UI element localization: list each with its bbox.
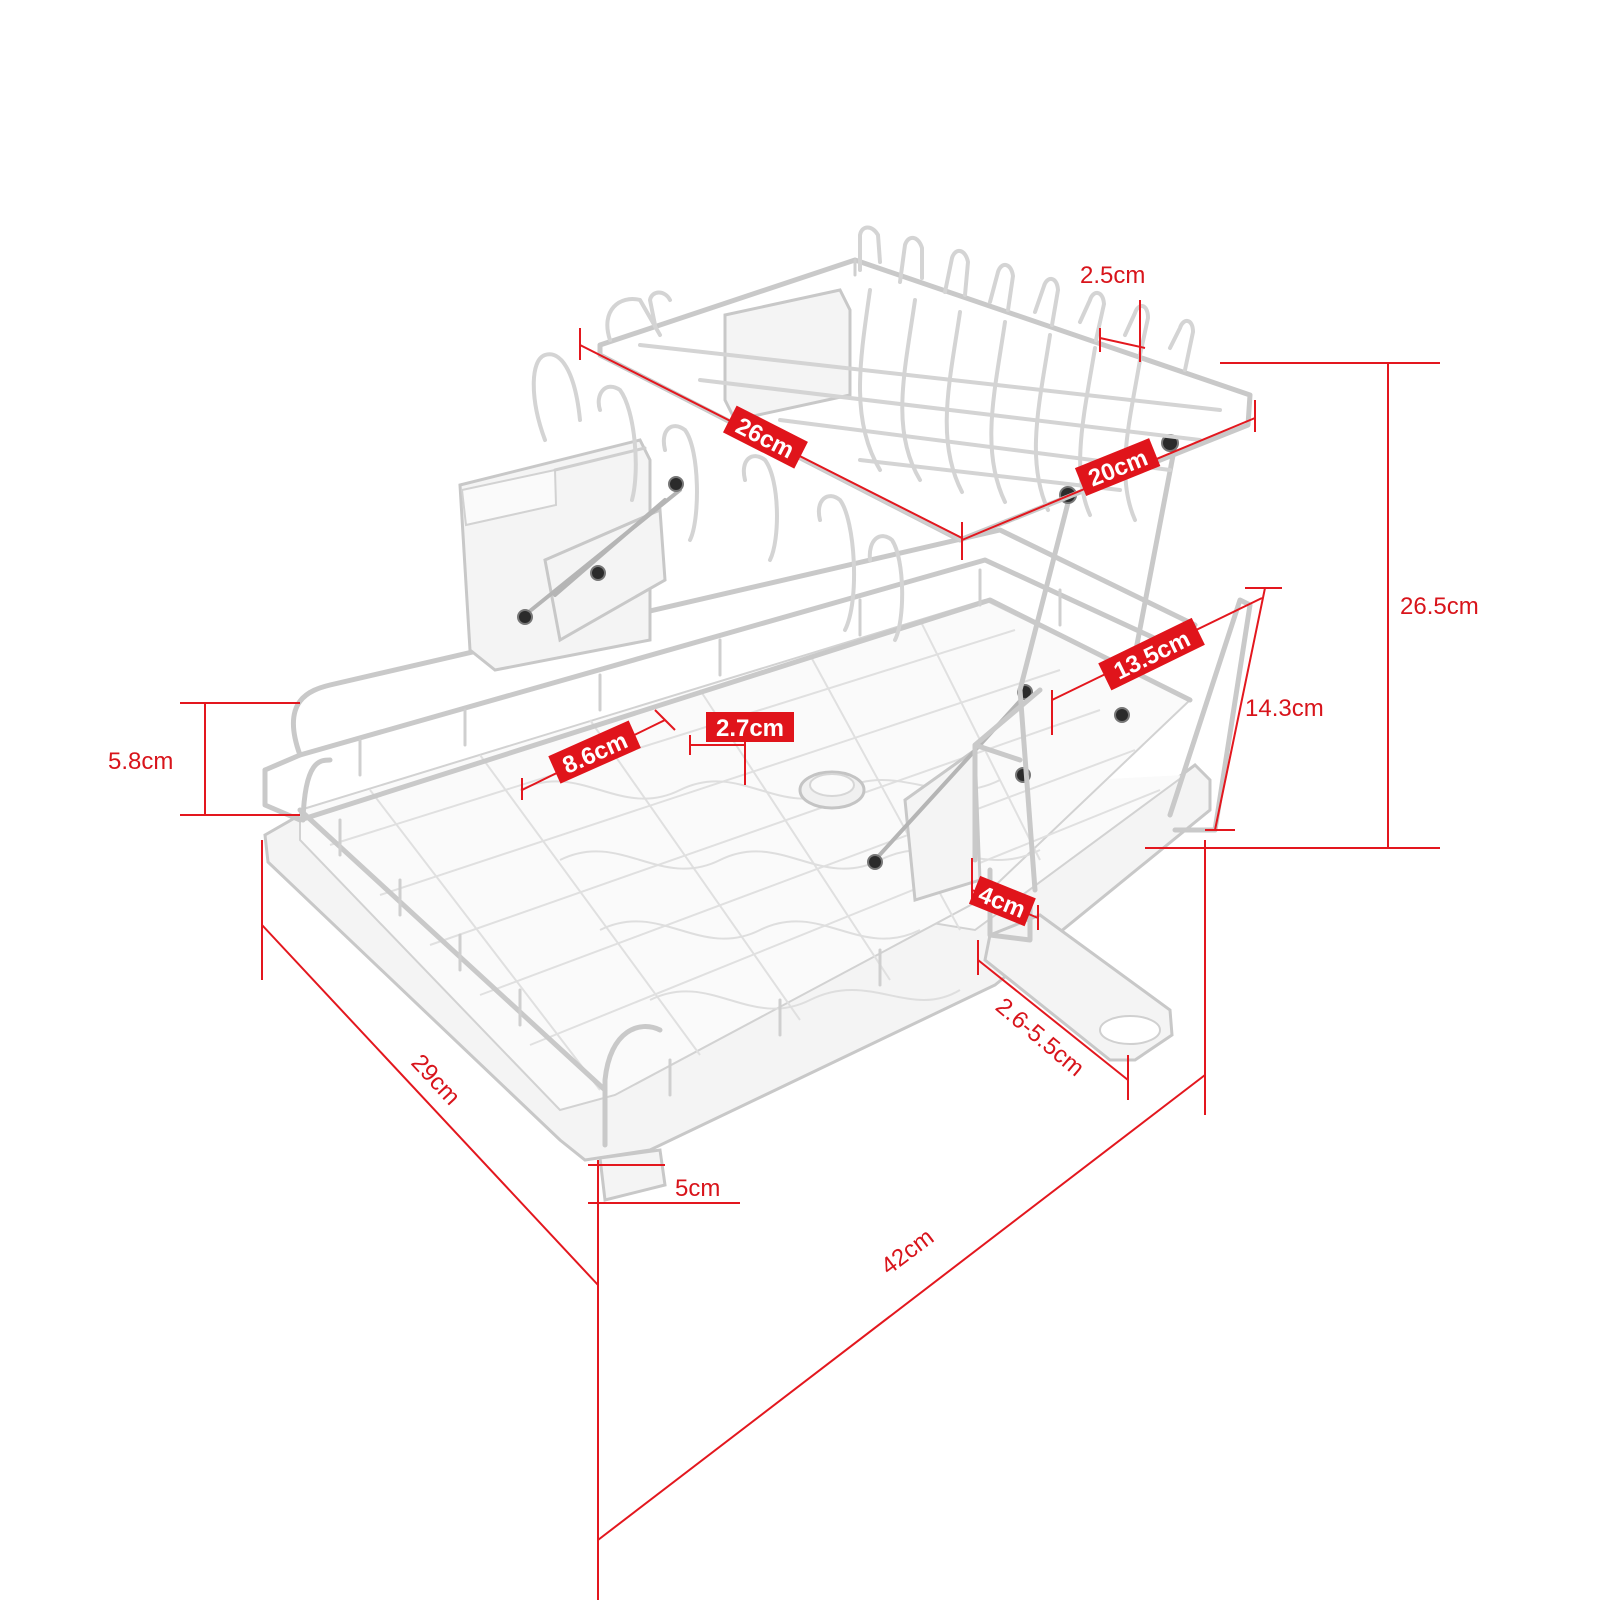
foot-height-text: 5cm [675,1175,720,1202]
glass-holder-loops [531,352,905,642]
slot-gap-text: 2.5cm [1080,262,1145,289]
tier-legs [1017,434,1179,893]
slot-gap-line [1099,337,1146,349]
bottom-basket [262,527,1198,1148]
base-depth-text: 29cm [406,1049,466,1110]
base-length-text: 42cm [876,1224,939,1281]
top-depth-label: 20cm [1074,438,1161,496]
overall-height-text: 26.5cm [1400,593,1479,620]
base-depth-line [261,924,599,1286]
holder-height-line [1214,587,1266,831]
dish-rack-illustration [262,225,1253,1202]
rail-height-text: 5.8cm [108,748,173,775]
holder-height-text: 14.3cm [1245,695,1324,722]
base-length-line [597,1074,1206,1541]
spout-extension-line [977,959,1129,1081]
grid-gap-text: 2.7cm [716,715,784,742]
base-length-label: 42cm [876,1224,939,1281]
base-depth-label: 29cm [406,1049,466,1110]
grid-gap-label: 2.7cm [706,712,794,742]
